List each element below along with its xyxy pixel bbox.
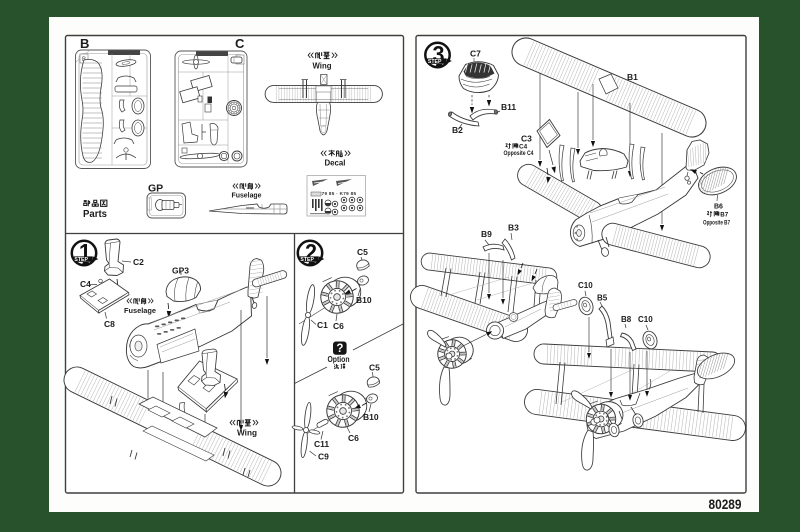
svg-text:C8: C8 [104,319,115,329]
svg-text:C: C [235,36,245,51]
svg-text:C4: C4 [519,143,528,150]
svg-text:Opposite B7: Opposite B7 [703,220,730,227]
svg-text:B11: B11 [501,102,516,112]
svg-text:C1: C1 [317,320,328,330]
svg-text:C7: C7 [470,49,481,59]
svg-text:B10: B10 [356,295,372,305]
svg-text:GP3: GP3 [172,266,189,276]
svg-text:C3: C3 [521,134,532,144]
svg-text:Fuselage: Fuselage [124,306,156,315]
svg-text:Decal: Decal [325,159,346,168]
svg-text:B8: B8 [621,315,632,324]
svg-text:B9: B9 [481,229,492,239]
svg-text:C2: C2 [133,257,144,267]
svg-text:B1: B1 [627,72,638,82]
svg-text:C5: C5 [357,247,368,257]
svg-text:B7: B7 [720,211,728,218]
svg-text:C9: C9 [318,452,329,462]
svg-text:C5: C5 [369,363,380,373]
svg-text:STEP: STEP [428,59,442,65]
svg-text:B2: B2 [452,125,463,135]
svg-text:C10: C10 [638,315,653,324]
svg-text:B3: B3 [508,223,519,233]
svg-text:80289: 80289 [709,497,742,512]
svg-text:C6: C6 [348,433,359,443]
svg-text:C11: C11 [314,439,329,449]
svg-text:Opposite C4: Opposite C4 [504,150,534,157]
svg-text:?: ? [336,343,343,355]
svg-text:B5: B5 [597,294,608,303]
svg-text:C6: C6 [333,321,344,331]
svg-text:GP: GP [148,183,163,195]
svg-text:B6: B6 [714,204,723,211]
svg-text:B: B [80,36,89,51]
svg-text:Option: Option [328,355,350,364]
svg-text:STEP: STEP [74,257,88,263]
svg-text:Wing: Wing [313,62,332,71]
svg-text:Parts: Parts [83,208,107,220]
svg-text:C10: C10 [578,281,593,290]
svg-text:C4: C4 [80,279,91,289]
svg-text:K79 85 · K79 85: K79 85 · K79 85 [318,191,356,196]
svg-text:STEP: STEP [300,257,314,263]
svg-text:Fuselage: Fuselage [232,191,262,200]
svg-text:Wing: Wing [237,429,257,438]
svg-text:B10: B10 [363,412,379,422]
